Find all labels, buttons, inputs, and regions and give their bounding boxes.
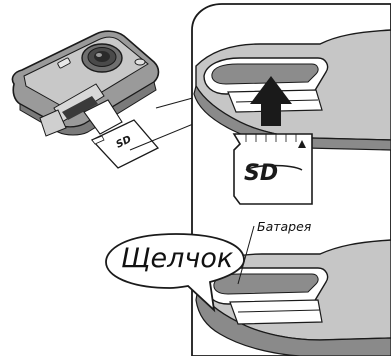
battery-label: Батарея — [257, 219, 311, 234]
sd-logo-icon: SD — [244, 161, 278, 186]
camera-illustration — [12, 31, 158, 136]
sd-card-large: SD — [234, 134, 312, 204]
click-callout-text: Щелчок — [121, 243, 233, 274]
